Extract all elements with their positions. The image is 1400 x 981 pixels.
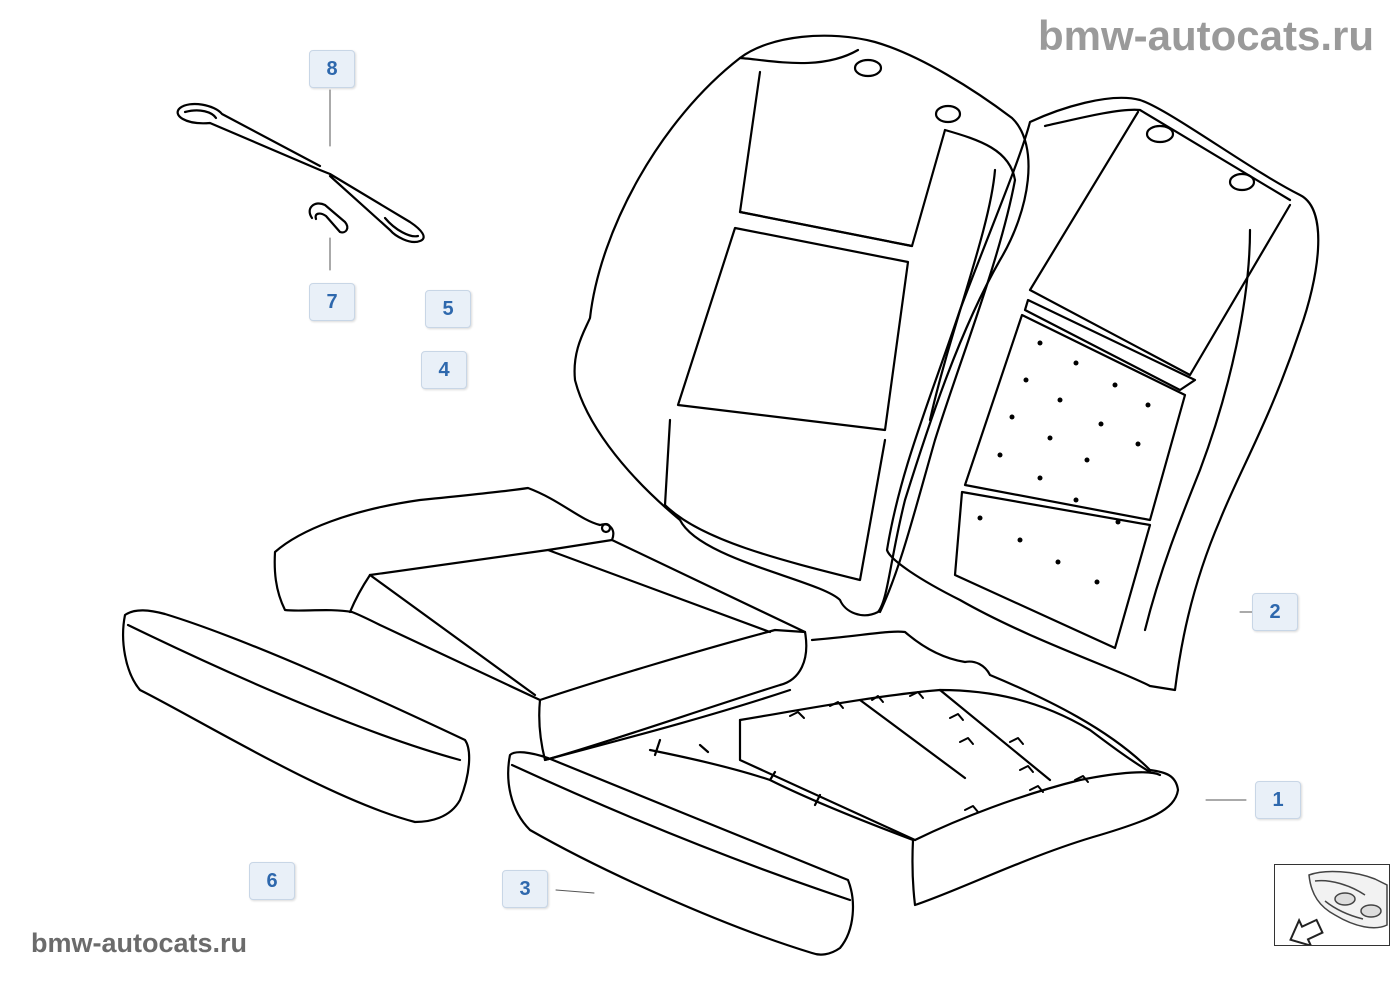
clip-part bbox=[308, 202, 349, 271]
callout-part-2[interactable]: 2 bbox=[1252, 593, 1298, 631]
backrest-front bbox=[573, 34, 1030, 617]
callout-part-3[interactable]: 3 bbox=[502, 870, 548, 908]
callout-label: 6 bbox=[266, 869, 278, 892]
car-front-arrow-icon[interactable] bbox=[1274, 864, 1390, 948]
callout-part-1[interactable]: 1 bbox=[1255, 781, 1301, 819]
callout-label: 5 bbox=[442, 297, 454, 320]
callout-part-7[interactable]: 7 bbox=[309, 283, 355, 321]
backrest-rear-holes bbox=[977, 340, 1151, 585]
wire-strap-part bbox=[176, 89, 425, 244]
callout-label: 4 bbox=[438, 358, 450, 381]
nav-thumbnail-graphic bbox=[1289, 870, 1388, 948]
watermark-bottom: bmw-autocats.ru bbox=[31, 928, 248, 958]
callout-part-5[interactable]: 5 bbox=[425, 290, 471, 328]
callout-label: 3 bbox=[519, 877, 531, 900]
callout-label: 2 bbox=[1269, 600, 1281, 623]
callout-label: 7 bbox=[326, 290, 338, 313]
callout-part-8[interactable]: 8 bbox=[309, 50, 355, 88]
side-bolster-pad-front bbox=[507, 751, 854, 956]
seat-cushion-part bbox=[273, 486, 808, 762]
callout-part-6[interactable]: 6 bbox=[249, 862, 295, 900]
seat-frame-part bbox=[648, 630, 1180, 907]
callout-part-4[interactable]: 4 bbox=[421, 351, 467, 389]
side-bolster-pad-left bbox=[122, 609, 471, 824]
watermark-top: bmw-autocats.ru bbox=[1037, 12, 1374, 59]
seat-frame-clips bbox=[789, 691, 1089, 813]
callout-label: 8 bbox=[326, 57, 338, 80]
backrest-rear-shell bbox=[885, 96, 1320, 692]
callout-label: 1 bbox=[1272, 788, 1284, 811]
